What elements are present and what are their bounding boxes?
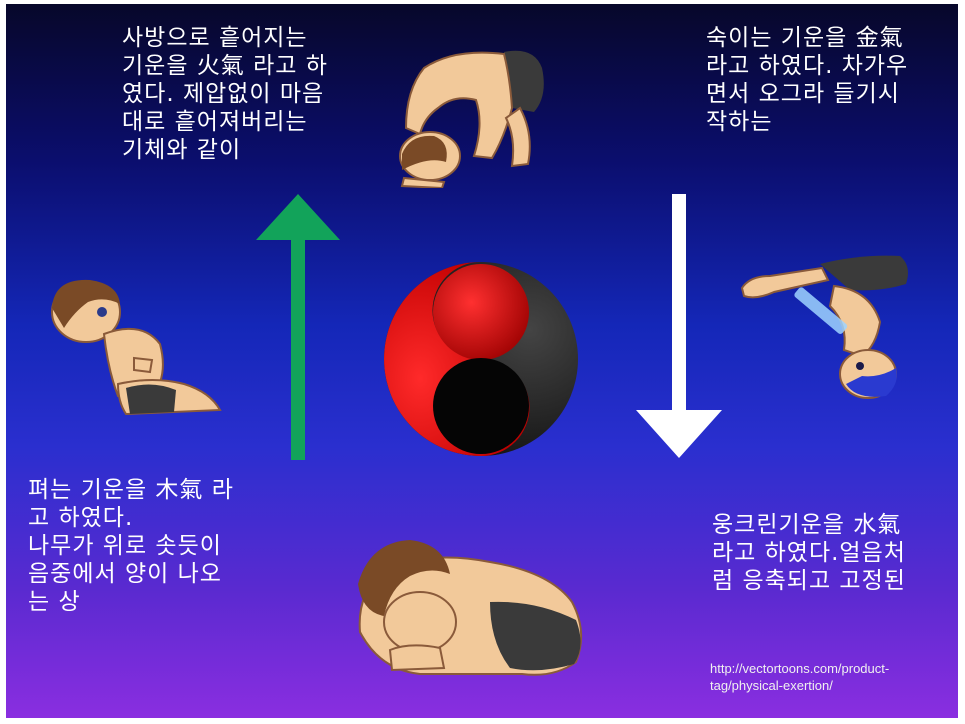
metal-text-line: 라고 하였다. 차가우 [706, 52, 908, 80]
backbend-figure [384, 38, 552, 188]
wood-energy-text: 펴는 기운을 木氣 라 고 하였다. 나무가 위로 솟듯이 음중에서 양이 나오… [28, 476, 234, 616]
fire-text-line: 기운을 火氣 라고 하 [122, 52, 328, 80]
wood-text-line: 음중에서 양이 나오 [28, 560, 234, 588]
fire-text-line: 기체와 같이 [122, 136, 328, 164]
wood-text-line: 는 상 [28, 588, 234, 616]
credit-line: http://vectortoons.com/product- [710, 660, 889, 677]
fire-text-line: 였다. 제압없이 마음 [122, 80, 328, 108]
up-arrow-icon [256, 194, 340, 460]
wood-text-line: 고 하였다. [28, 504, 234, 532]
five-energies-slide: 사방으로 흩어지는 기운을 火氣 라고 하 였다. 제압없이 마음 대로 흩어져… [6, 4, 958, 718]
yin-yang-icon [382, 260, 580, 458]
wood-text-line: 나무가 위로 솟듯이 [28, 532, 234, 560]
water-text-line: 라고 하였다.얼음처 [712, 539, 906, 567]
metal-text-line: 면서 오그라 들기시 [706, 80, 908, 108]
wood-text-line: 펴는 기운을 木氣 라 [28, 476, 234, 504]
water-energy-text: 웅크린기운을 水氣 라고 하였다.얼음처 럼 응축되고 고정된 [712, 511, 906, 595]
water-text-line: 웅크린기운을 水氣 [712, 511, 906, 539]
metal-text-line: 작하는 [706, 108, 908, 136]
curled-forward-bend-figure [340, 522, 592, 680]
water-text-line: 럼 응축되고 고정된 [712, 567, 906, 595]
down-arrow-icon [636, 194, 722, 458]
credit-line: tag/physical-exertion/ [710, 677, 889, 694]
fire-text-line: 사방으로 흩어지는 [122, 24, 328, 52]
fire-energy-text: 사방으로 흩어지는 기운을 火氣 라고 하 였다. 제압없이 마음 대로 흩어져… [122, 24, 328, 164]
metal-text-line: 숙이는 기운을 金氣 [706, 24, 908, 52]
metal-energy-text: 숙이는 기운을 金氣 라고 하였다. 차가우 면서 오그라 들기시 작하는 [706, 24, 908, 136]
kneeling-arch-figure [34, 272, 230, 424]
shoulder-stand-figure [730, 250, 920, 400]
image-credit: http://vectortoons.com/product- tag/phys… [710, 660, 889, 694]
fire-text-line: 대로 흩어져버리는 [122, 108, 328, 136]
